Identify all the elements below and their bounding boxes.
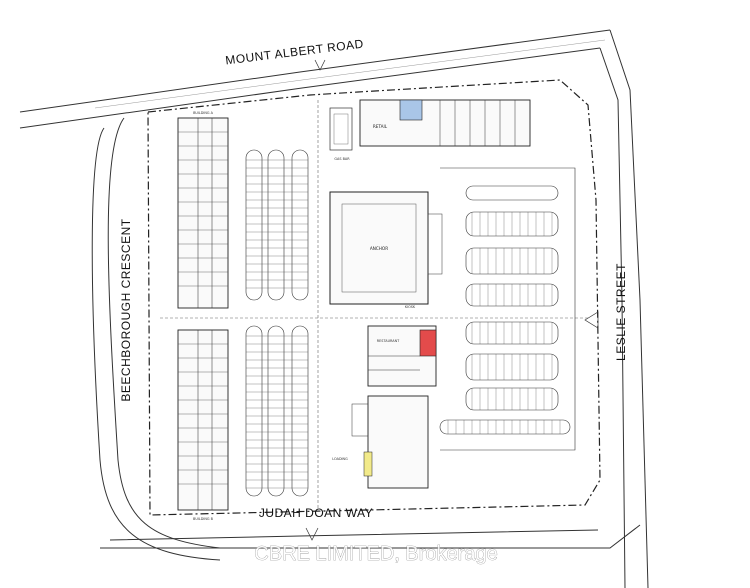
parking-east-stripes: [447, 212, 561, 434]
highlight-blue-unit: [399, 99, 423, 121]
road-label-south: JUDAH DOAN WAY: [259, 506, 373, 520]
gas-bar: [329, 107, 353, 151]
road-label-north: MOUNT ALBERT ROAD: [225, 37, 365, 68]
highlight-red-unit: [419, 329, 437, 357]
building-a: [177, 117, 229, 309]
restaurant-label: RESTAURANT: [377, 339, 400, 343]
anchor-label: ANCHOR: [370, 246, 388, 251]
retail-strip-north: RETAIL: [359, 99, 531, 147]
building-b-label: BUILDING B: [193, 517, 214, 521]
road-label-west: BEECHBOROUGH CRESCENT: [119, 218, 133, 401]
retail-label: RETAIL: [373, 124, 388, 129]
east-perimeter-parking: [440, 167, 576, 451]
parking-west-stripes: [246, 159, 308, 489]
building-b: [177, 329, 229, 511]
loading-label: LOADING: [332, 457, 348, 461]
highlight-yellow-unit: [363, 451, 373, 477]
property-boundary: [147, 79, 601, 516]
drive-aisles: [160, 100, 590, 510]
restaurant-block: RESTAURANT: [367, 325, 437, 387]
parking-west: [245, 149, 309, 497]
entrances: [305, 59, 599, 541]
road-label-east: LESLIE STREET: [614, 263, 628, 361]
anchor-building: ANCHOR: [329, 191, 443, 305]
kiosk-label: KIOSK: [405, 305, 416, 309]
gas-bar-label: GAS BAR: [334, 157, 350, 161]
south-retail-building: LOADING: [332, 395, 429, 489]
building-a-label: BUILDING A: [193, 111, 214, 115]
road-edges: [19, 29, 649, 588]
parking-east: [439, 185, 571, 435]
watermark: CBRE LIMITED, Brokerage: [254, 543, 497, 565]
